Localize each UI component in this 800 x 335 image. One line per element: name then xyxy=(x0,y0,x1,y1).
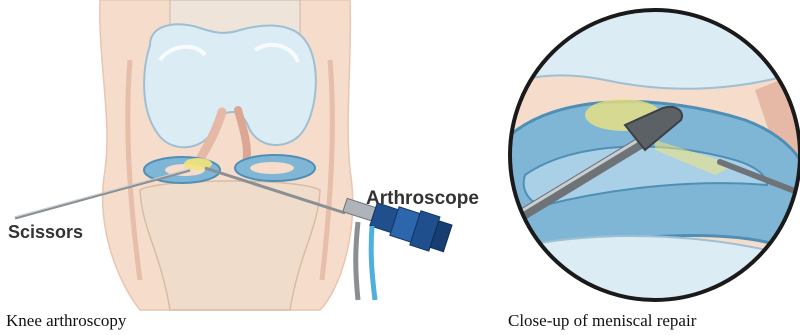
scissors-label: Scissors xyxy=(8,222,83,243)
knee-arthroscopy-svg xyxy=(0,0,510,335)
femur-surface xyxy=(505,0,800,89)
knee-arthroscopy-illustration: Scissors Arthroscope xyxy=(0,0,510,335)
irrigation-tube-grey xyxy=(356,222,358,300)
tibia xyxy=(140,181,320,310)
meniscal-repair-svg xyxy=(505,0,800,335)
meniscal-repair-closeup xyxy=(505,0,800,335)
arthroscope-label: Arthroscope xyxy=(366,188,479,210)
irrigation-tube-blue xyxy=(371,226,375,300)
caption-meniscal-repair: Close-up of meniscal repair xyxy=(508,311,696,331)
meniscus-right-inner xyxy=(250,162,294,174)
caption-knee-arthroscopy: Knee arthroscopy xyxy=(6,311,126,331)
